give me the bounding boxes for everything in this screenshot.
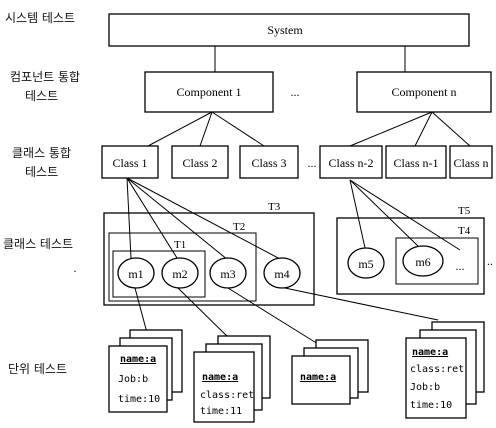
class-label-n-2: Class n-2 — [329, 156, 374, 170]
group-t3-label: T3 — [268, 201, 281, 213]
trailing-ellipsis: .. — [487, 254, 493, 268]
unit-card-3-line-1: name:a — [300, 372, 336, 383]
method-label-m6: m6 — [415, 255, 430, 269]
group-t5-label: T5 — [458, 205, 471, 217]
level-label-unit-test: 단위 테스트 — [8, 362, 67, 376]
unit-card-stack-1: name:a Job:b time:10 — [109, 330, 182, 412]
level-label-component-integration-1: 컴포넌트 통합 — [10, 70, 80, 84]
system-label: System — [267, 23, 303, 37]
unit-card-2-line-3: time:11 — [200, 406, 242, 417]
level-label-component-integration-2: 테스트 — [25, 89, 58, 103]
unit-card-stack-4: name:a class:ret Job:b time:10 — [406, 322, 484, 418]
method-label-m2: m2 — [172, 267, 187, 281]
component-ellipsis: ... — [291, 85, 300, 99]
component-label-n: Component n — [392, 85, 457, 99]
stray-dot: . — [74, 261, 77, 275]
component-label-1: Component 1 — [177, 85, 242, 99]
class-label-n-1: Class n-1 — [394, 156, 439, 170]
level-label-class-test: 클래스 테스트 — [3, 237, 73, 251]
method-ellipsis: ... — [456, 259, 465, 273]
method-label-m3: m3 — [220, 267, 235, 281]
class-label-2: Class 2 — [182, 156, 217, 170]
level-label-class-integration-1: 클래스 통합 — [12, 146, 71, 160]
unit-card-stack-3: name:a — [292, 340, 368, 404]
group-t1-label: T1 — [174, 239, 186, 251]
unit-card-4-line-2: class:ret — [410, 364, 464, 375]
unit-card-2-line-2: class:ret — [200, 390, 254, 401]
unit-card-1-line-2: Job:b — [118, 374, 148, 385]
class-label-n: Class n — [453, 156, 488, 170]
unit-card-stack-2: name:a class:ret time:11 — [194, 336, 270, 422]
method-label-m1: m1 — [128, 267, 143, 281]
class-label-1: Class 1 — [112, 156, 147, 170]
group-t4-label: T4 — [458, 225, 471, 237]
level-label-class-integration-2: 테스트 — [25, 165, 58, 179]
unit-card-4-line-4: time:10 — [410, 400, 452, 411]
unit-card-4-line-1: name:a — [412, 347, 448, 358]
level-label-system-test: 시스템 테스트 — [5, 11, 75, 25]
group-t2-label: T2 — [233, 221, 245, 233]
class-ellipsis: ... — [308, 156, 317, 170]
method-label-m5: m5 — [358, 257, 373, 271]
unit-card-1-line-1: name:a — [120, 354, 156, 365]
unit-card-2-line-1: name:a — [202, 372, 238, 383]
class-label-3: Class 3 — [251, 156, 286, 170]
unit-card-1-line-3: time:10 — [118, 394, 160, 405]
unit-card-4-line-3: Job:b — [410, 382, 440, 393]
method-label-m4: m4 — [274, 267, 289, 281]
